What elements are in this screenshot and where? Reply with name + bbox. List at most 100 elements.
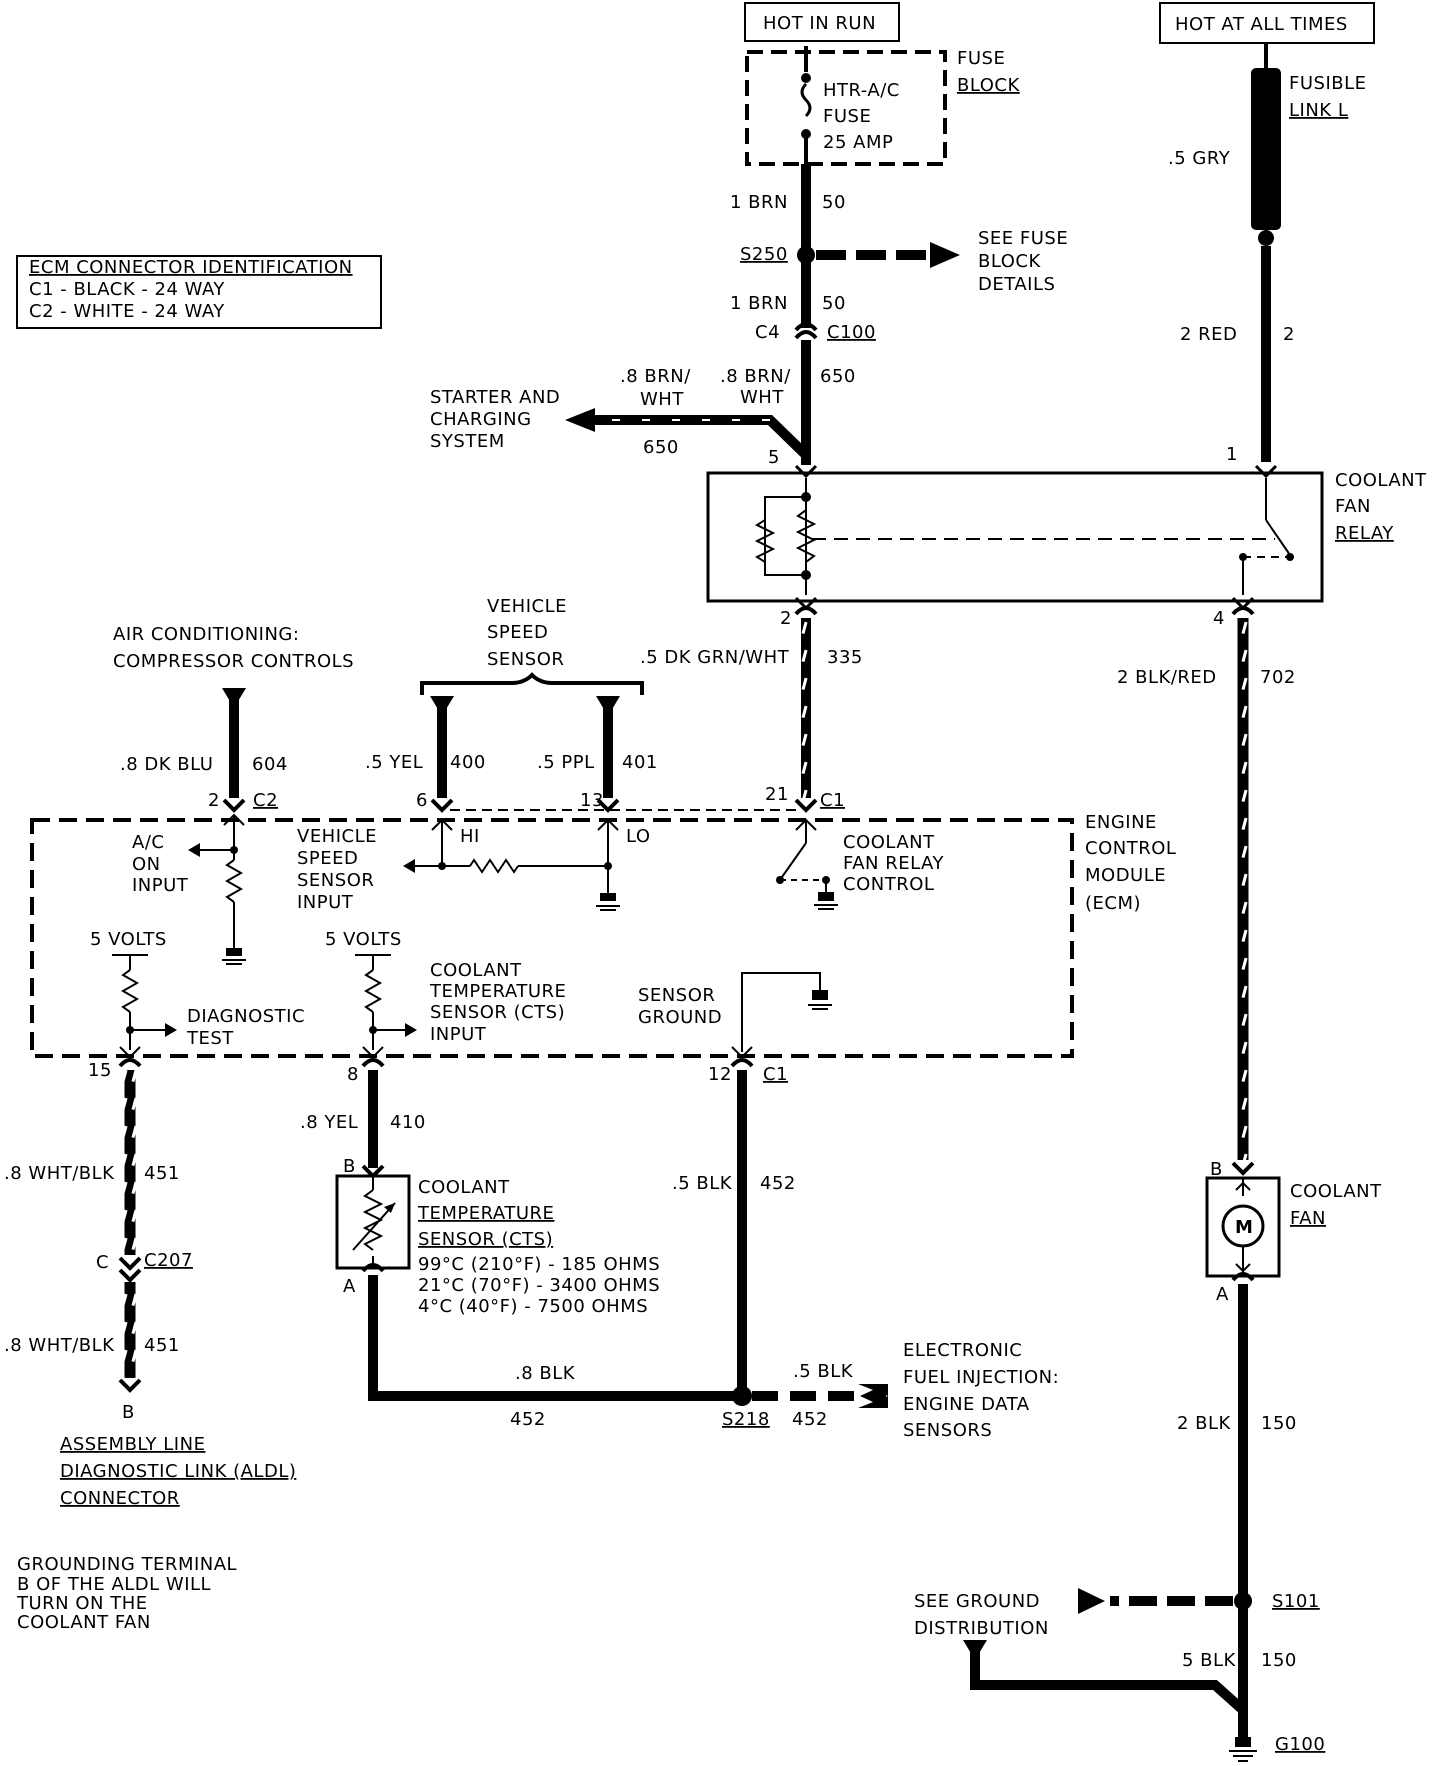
sensor-ground-1: SENSOR (638, 985, 715, 1006)
cts-label-1: COOLANT (418, 1177, 510, 1198)
starter-1: STARTER AND (430, 387, 560, 408)
diagnostic-1: DIAGNOSTIC (187, 1006, 305, 1027)
fusible-wire-label: .5 GRY (1168, 148, 1231, 169)
wht-blk-1-circuit: 451 (144, 1163, 180, 1184)
w2-circuit: 50 (822, 293, 846, 314)
cts-spec-2: 21°C (70°F) - 3400 OHMS (418, 1275, 660, 1296)
vss-label-1: VEHICLE (487, 596, 567, 617)
relay-label-1: COOLANT (1335, 470, 1427, 491)
efi-blk: .5 BLK (793, 1361, 854, 1382)
conn-c100: C100 (827, 322, 876, 343)
fan-label-2: FAN (1290, 1208, 1326, 1229)
cts-input-2: TEMPERATURE (429, 981, 566, 1002)
fusible-link-label-1: FUSIBLE (1289, 73, 1367, 94)
note-2: B OF THE ALDL WILL (17, 1574, 211, 1595)
relay-control-3: CONTROL (843, 874, 934, 895)
blk5-circuit: 452 (760, 1173, 796, 1194)
wire-circuit-451 (118, 1058, 142, 1393)
relay-control-1: COOLANT (843, 832, 935, 853)
fan-motor-m: M (1235, 1217, 1253, 1238)
ecm-pin-13: 13 (580, 790, 604, 811)
vss-input-circuit (403, 818, 620, 911)
see-fuse-3: DETAILS (978, 274, 1055, 295)
ecm-title-4: (ECM) (1085, 893, 1141, 914)
hot-in-run-box: HOT IN RUN (744, 2, 900, 42)
blk8-circuit: 452 (510, 1409, 546, 1430)
cts-input-4: INPUT (430, 1024, 487, 1045)
see-fuse-1: SEE FUSE (978, 228, 1068, 249)
vss-label-3: SENSOR (487, 649, 564, 670)
wht-blk-1-gauge: .8 WHT/BLK (4, 1163, 115, 1184)
ecm-pin-12: 12 (708, 1064, 732, 1085)
brn-wht-right-1: .8 BRN/ (720, 366, 791, 387)
ppl-circuit: 401 (622, 752, 658, 773)
starter-circuit: 650 (643, 437, 679, 458)
cts-spec-1: 99°C (210°F) - 185 OHMS (418, 1254, 660, 1275)
brn-wht-right-2: WHT (740, 387, 784, 408)
vss-label-2: SPEED (487, 622, 548, 643)
fusible-link (1251, 44, 1281, 246)
wire-circuit-401 (596, 696, 620, 813)
vss-input-1: VEHICLE (297, 826, 377, 847)
ecm-pin-8: 8 (347, 1064, 359, 1085)
vss-hi: HI (460, 826, 480, 847)
ecm-title-3: MODULE (1085, 865, 1166, 886)
aldl-2: DIAGNOSTIC LINK (ALDL) (60, 1461, 296, 1482)
ecm-pin-15: 15 (88, 1060, 112, 1081)
red-circuit: 2 (1283, 324, 1295, 345)
note-3: TURN ON THE (16, 1593, 148, 1614)
wire-circuit-702 (1231, 606, 1255, 1176)
ecm-connector-id-box: ECM CONNECTOR IDENTIFICATION C1 - BLACK … (16, 255, 382, 329)
dk-blu-circuit: 604 (252, 754, 288, 775)
conn-c1-top: C1 (820, 790, 845, 811)
sensor-ground-2: GROUND (638, 1007, 722, 1028)
fuse-block: HTR-A/C FUSE 25 AMP (745, 46, 947, 166)
grn-wht-circuit: 335 (827, 647, 863, 668)
wire-circuit-150 (963, 1272, 1257, 1762)
ecm-pin-21: 21 (765, 784, 789, 805)
coolant-fan-relay (706, 464, 1324, 611)
blk2-circuit: 150 (1261, 1413, 1297, 1434)
relay-label-3: RELAY (1335, 523, 1394, 544)
see-ground-2: DISTRIBUTION (914, 1618, 1049, 1639)
yel8-gauge: .8 YEL (300, 1112, 358, 1133)
efi-3: ENGINE DATA (903, 1394, 1030, 1415)
blk2-gauge: 2 BLK (1177, 1413, 1232, 1434)
note-4: COOLANT FAN (17, 1612, 151, 1633)
w1-circuit: 50 (822, 192, 846, 213)
see-fuse-2: BLOCK (978, 251, 1041, 272)
fusible-link-label-2: LINK L (1289, 100, 1348, 121)
cts-pin-a: A (343, 1276, 356, 1297)
wht-blk-2-circuit: 451 (144, 1335, 180, 1356)
five-volts-2: 5 VOLTS (325, 929, 402, 950)
aldl-1: ASSEMBLY LINE (60, 1434, 205, 1455)
ac-label-1: AIR CONDITIONING: (113, 624, 299, 645)
diagnostic-circuit (112, 954, 177, 1059)
splice-s218: S218 (722, 1409, 770, 1430)
fuse-label-2: FUSE (823, 106, 871, 127)
conn-c2: C2 (253, 790, 278, 811)
ecm-title-2: CONTROL (1085, 838, 1176, 859)
diagnostic-2: TEST (186, 1028, 234, 1049)
blk8-gauge: .8 BLK (515, 1363, 576, 1384)
ecm-id-c2: C2 - WHITE - 24 WAY (29, 301, 225, 322)
see-ground-1: SEE GROUND (914, 1591, 1040, 1612)
s218-circuit: 452 (792, 1409, 828, 1430)
relay-control-switch (776, 818, 838, 910)
relay-label-2: FAN (1335, 496, 1371, 517)
hot-in-run-label: HOT IN RUN (763, 13, 876, 34)
ac-input-3: INPUT (132, 875, 189, 896)
wire-circuit-400 (430, 696, 454, 813)
fuse-details-arrow (816, 242, 960, 268)
fuse-block-label-2: BLOCK (957, 75, 1020, 96)
wire-circuit-335 (794, 606, 818, 813)
conn-c207: C207 (144, 1250, 193, 1271)
five-volts-1: 5 VOLTS (90, 929, 167, 950)
ppl-gauge: .5 PPL (537, 752, 595, 773)
relay-control-2: FAN RELAY (843, 853, 944, 874)
cts-label-3: SENSOR (CTS) (418, 1229, 553, 1250)
wht-blk-2-gauge: .8 WHT/BLK (4, 1335, 115, 1356)
note-1: GROUNDING TERMINAL (17, 1554, 237, 1575)
ecm-box (30, 818, 1074, 1058)
